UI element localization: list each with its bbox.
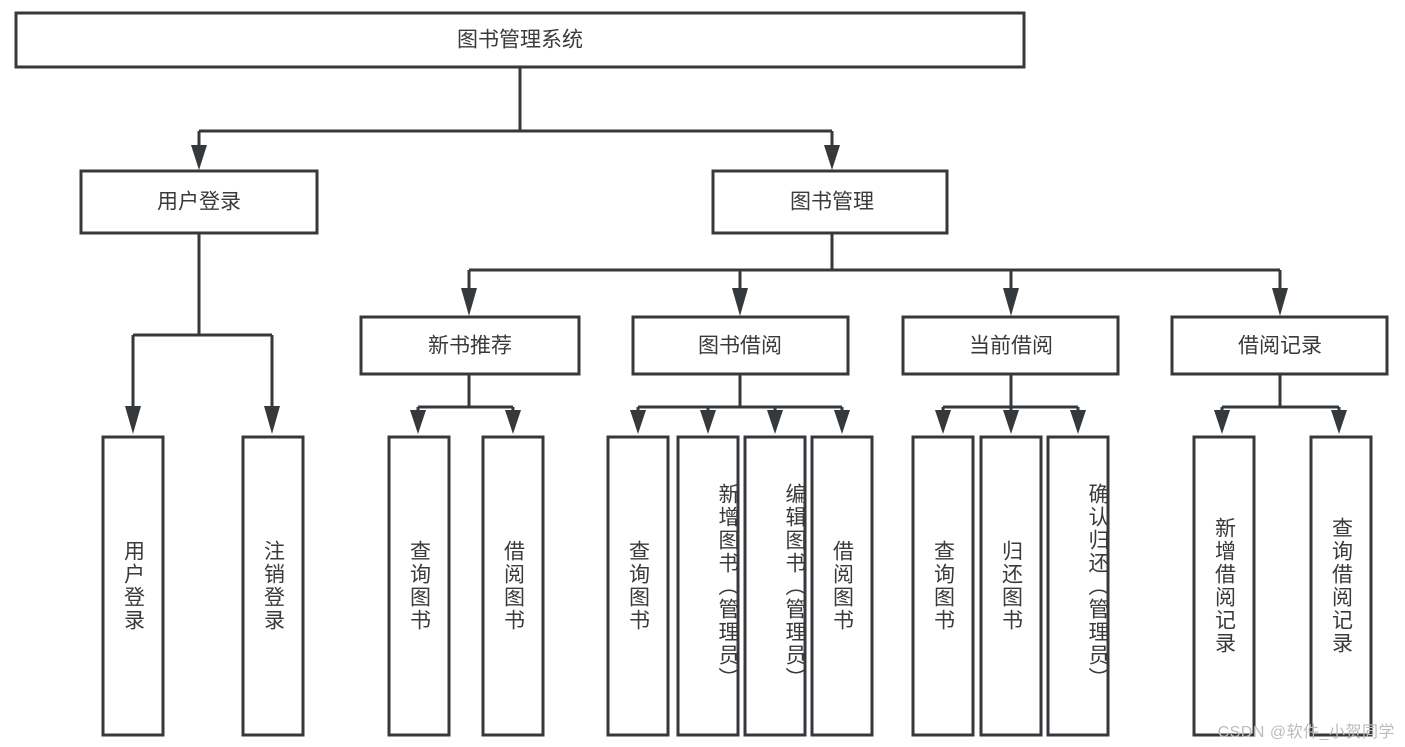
connector-userlogin-to-leaves [125,233,280,434]
leaf-box-add-record[interactable] [1192,435,1256,737]
node-label-borrow-record: 借阅记录 [1238,335,1322,358]
leaf-boxes-book-borrow [606,435,874,737]
leaf-box-add-book[interactable] [676,435,740,737]
leaf-box-user-login[interactable] [101,435,165,737]
leaf-boxes-user-login [101,435,305,737]
node-book-borrow[interactable]: 图书借阅 [631,315,850,376]
leaf-box-confirm-return[interactable] [1046,435,1110,737]
node-book-management[interactable]: 图书管理 [711,169,949,235]
csdn-watermark: CSDN @软件_小贺同学 [1217,724,1395,741]
leaf-box-return-book[interactable] [979,435,1043,737]
leaf-box-query-record[interactable] [1309,435,1373,737]
node-label-book-management: 图书管理 [790,191,874,214]
connector-root-to-level2 [191,67,840,170]
node-new-book-recommend[interactable]: 新书推荐 [359,315,581,376]
node-user-login[interactable]: 用户登录 [79,169,319,235]
leaf-boxes-current-borrow [911,435,1110,737]
node-label-user-login: 用户登录 [157,191,241,214]
connector-currentborrow-to-leaves [935,374,1086,434]
leaf-box-query-book-3[interactable] [911,435,975,737]
node-label-root: 图书管理系统 [457,29,583,52]
node-label-new-book-recommend: 新书推荐 [428,335,512,358]
leaf-box-edit-book[interactable] [743,435,807,737]
node-book-management-system[interactable]: 图书管理系统 [14,11,1026,69]
connector-bookborrow-to-leaves [630,374,850,434]
node-label-current-borrow: 当前借阅 [969,335,1053,358]
node-current-borrow[interactable]: 当前借阅 [901,315,1120,376]
leaf-box-borrow-book-1[interactable] [481,435,545,737]
leaf-boxes-borrow-record [1192,435,1373,737]
connector-newbook-to-leaves [410,374,521,434]
leaf-box-borrow-book-2[interactable] [810,435,874,737]
leaf-box-query-book-2[interactable] [606,435,670,737]
node-label-book-borrow: 图书借阅 [698,335,782,358]
connector-bookmanagement-to-level3 [461,233,1288,316]
leaf-box-logout-login[interactable] [241,435,305,737]
leaf-boxes-new-book-recommend [387,435,545,737]
node-borrow-record[interactable]: 借阅记录 [1170,315,1389,376]
leaf-box-query-book-1[interactable] [387,435,451,737]
connector-borrowrecord-to-leaves [1214,375,1347,434]
